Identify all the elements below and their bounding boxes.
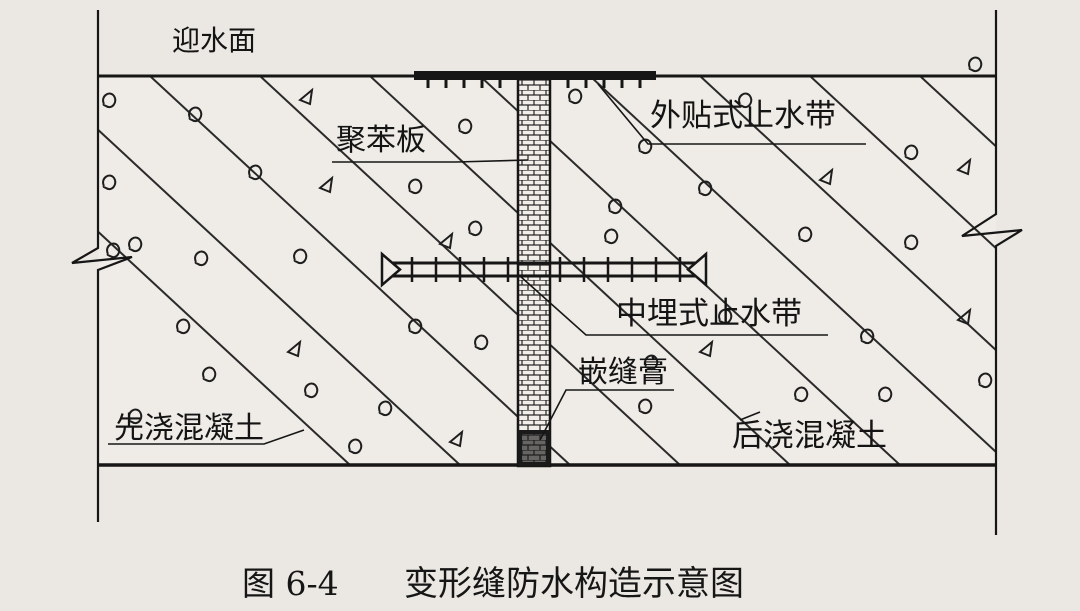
sealant-fill (518, 430, 550, 466)
hatch-line (369, 76, 791, 465)
leader-lines (108, 83, 866, 445)
aggregate-pebble (176, 318, 191, 334)
aggregate-pebble (106, 242, 121, 258)
aggregate-pebble (608, 198, 623, 214)
label-polystyrene-board: 聚苯板 (336, 123, 426, 158)
caption-title: 变形缝防水构造示意图 (404, 564, 744, 604)
leader-external-waterstop (597, 83, 866, 145)
aggregate-pebble (968, 56, 983, 72)
aggregate-pebble (468, 220, 483, 236)
aggregate-pebble (644, 354, 659, 370)
aggregate-pebble (818, 167, 834, 186)
leader-first-pour (108, 429, 305, 445)
aggregate-pebbles (102, 56, 993, 454)
aggregate-pebble (438, 231, 454, 250)
aggregate-pebble (408, 318, 423, 334)
aggregate-pebble (904, 144, 919, 160)
hatch-line (149, 76, 571, 465)
aggregate-pebble (318, 175, 334, 194)
hatch-line (919, 76, 996, 148)
aggregate-pebble (128, 408, 143, 424)
external-waterstop (414, 71, 656, 88)
aggregate-pebble (304, 382, 319, 398)
aggregate-pebble (298, 87, 314, 106)
aggregate-pebble (458, 118, 473, 134)
label-sealant: 嵌缝膏 (578, 355, 668, 390)
aggregate-pebble (638, 398, 653, 414)
label-second-pour-concrete: 后浇混凝土 (732, 418, 887, 454)
aggregate-pebble (956, 307, 972, 326)
label-upstream-face: 迎水面 (172, 24, 256, 57)
embedded-waterstop (380, 251, 708, 288)
hatch-line (98, 128, 461, 465)
polystyrene-board (516, 76, 552, 468)
aggregate-pebble (202, 366, 217, 382)
hatch-line (98, 230, 351, 465)
aggregate-pebble (448, 429, 464, 448)
aggregate-pebble (568, 88, 583, 104)
leader-embedded-waterstop (519, 275, 828, 336)
aggregate-pebble (638, 138, 653, 154)
leader-sealant (539, 389, 674, 441)
aggregate-pebble (604, 228, 619, 244)
aggregate-pebble (102, 92, 117, 108)
leader-second-pour (739, 411, 761, 421)
label-external-waterstop: 外贴式止水带 (650, 98, 836, 134)
aggregate-pebble (860, 328, 875, 344)
left-break-line (71, 10, 133, 522)
aggregate-pebble (128, 236, 143, 252)
aggregate-pebble (978, 372, 993, 388)
aggregate-pebble (698, 339, 714, 358)
aggregate-pebble (698, 180, 713, 196)
aggregate-pebble (878, 386, 893, 402)
hatch-line (589, 76, 996, 454)
concrete-hatching (98, 76, 1080, 465)
label-first-pour-concrete: 先浇混凝土 (114, 411, 264, 446)
aggregate-pebble (248, 164, 263, 180)
aggregate-pebble (738, 92, 753, 108)
aggregate-pebble (474, 334, 489, 350)
right-break-line (961, 10, 1023, 535)
hatch-line (809, 76, 996, 250)
aggregate-pebble (904, 234, 919, 250)
aggregate-pebble (188, 106, 203, 122)
hatch-line (259, 76, 681, 465)
figure-caption: 图 6-4 变形缝防水构造示意图 (242, 564, 744, 604)
aggregate-pebble (956, 157, 972, 176)
aggregate-pebble (798, 226, 813, 242)
aggregate-pebble (408, 178, 423, 194)
aggregate-pebble (348, 438, 363, 454)
caption-figure-number: 图 6-4 (242, 564, 339, 603)
hatch-line (699, 76, 996, 352)
aggregate-pebble (794, 386, 809, 402)
aggregate-pebble (293, 248, 308, 264)
hatch-line (1030, 76, 1080, 465)
aggregate-pebble (102, 174, 117, 190)
aggregate-pebble (718, 308, 733, 324)
aggregate-pebble (378, 400, 393, 416)
leader-polystyrene (332, 159, 529, 163)
aggregate-pebble (286, 339, 302, 358)
aggregate-pebble (194, 250, 209, 266)
label-embedded-waterstop: 中埋式止水带 (616, 296, 802, 332)
